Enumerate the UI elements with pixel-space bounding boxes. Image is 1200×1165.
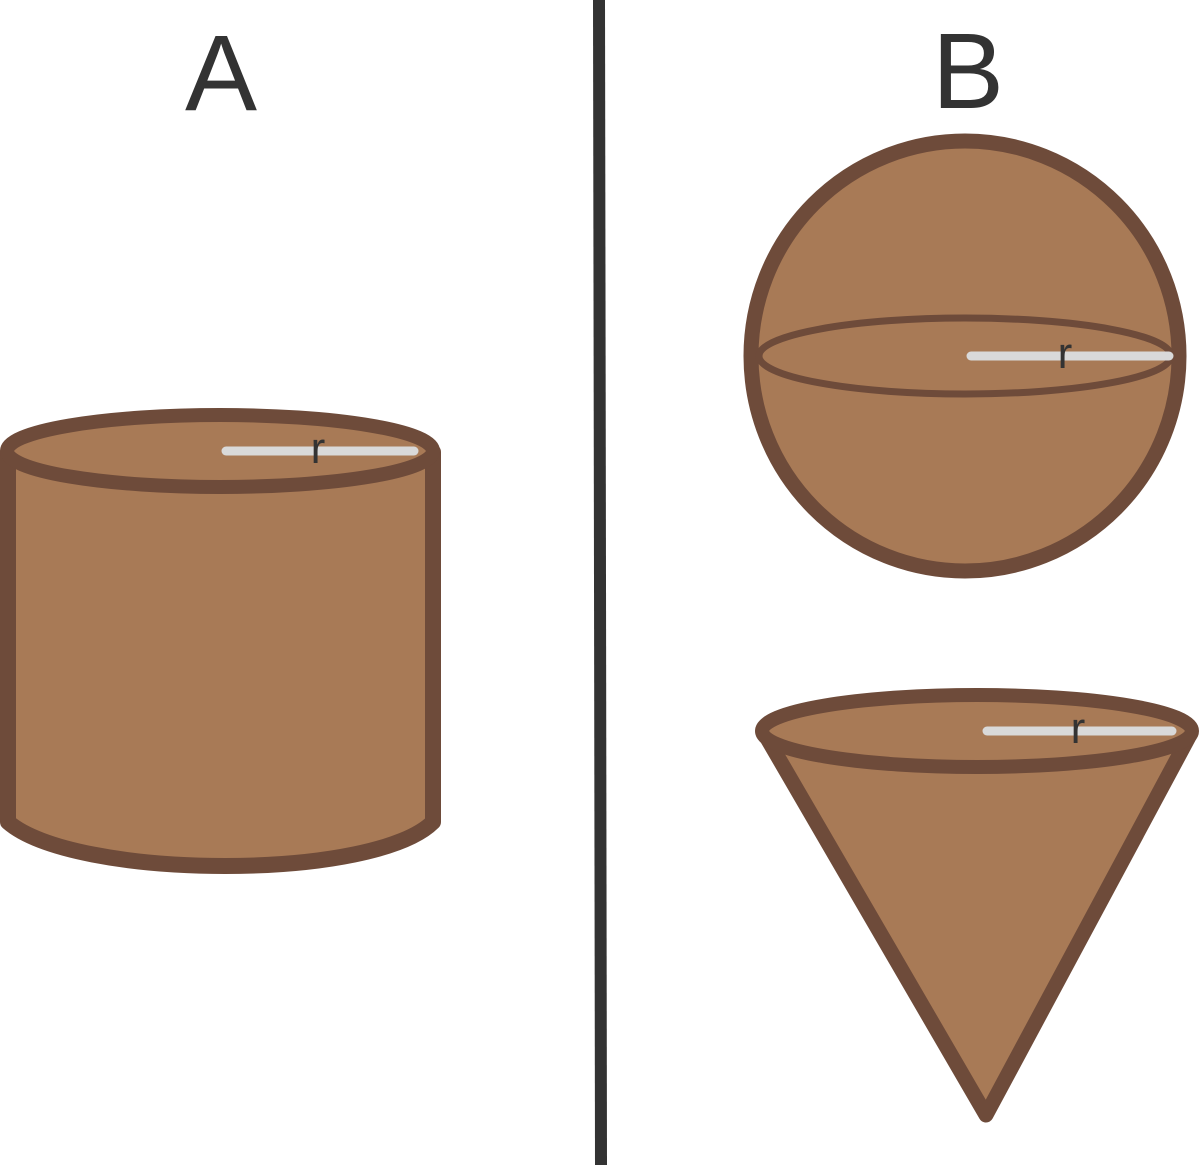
cylinder: r <box>0 408 441 874</box>
panel-a-label: A <box>185 12 257 133</box>
cone: r <box>755 688 1199 1123</box>
panel-b-label: B <box>932 10 1004 131</box>
sphere-radius-label: r <box>1058 329 1073 378</box>
cone-top-face <box>755 688 1199 774</box>
cone-body <box>756 725 1199 1123</box>
cylinder-radius-label: r <box>311 424 326 473</box>
panel-divider <box>593 0 607 1165</box>
cone-radius-label: r <box>1071 704 1086 753</box>
cylinder-top-face <box>0 408 440 494</box>
cylinder-body <box>0 444 441 874</box>
sphere: r <box>743 133 1187 579</box>
